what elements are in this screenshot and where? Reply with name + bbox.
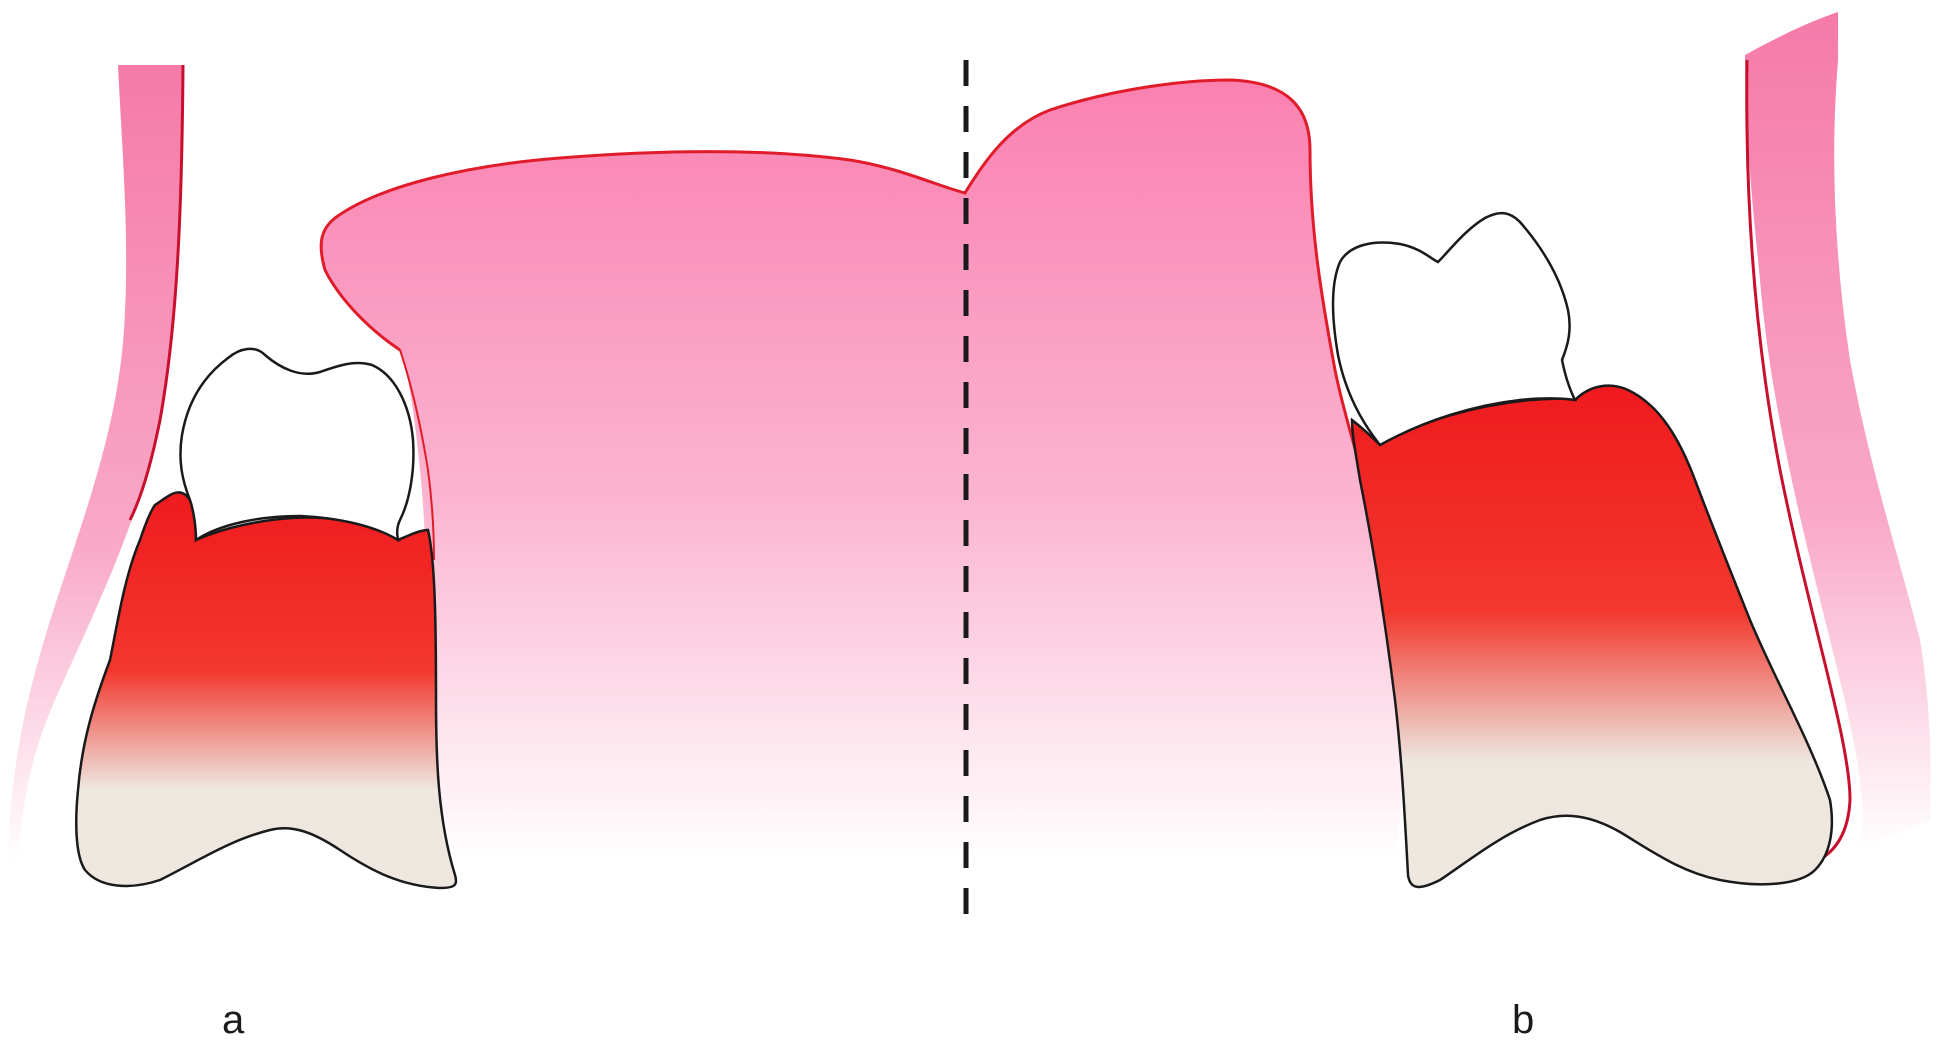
left-molar-crown: [180, 349, 413, 540]
left-molar-root: [76, 492, 456, 888]
right-molar-root: [1352, 386, 1832, 887]
tongue: [321, 80, 1402, 860]
panel-label-b: b: [1512, 1000, 1534, 1040]
panel-label-a: a: [222, 1000, 244, 1040]
